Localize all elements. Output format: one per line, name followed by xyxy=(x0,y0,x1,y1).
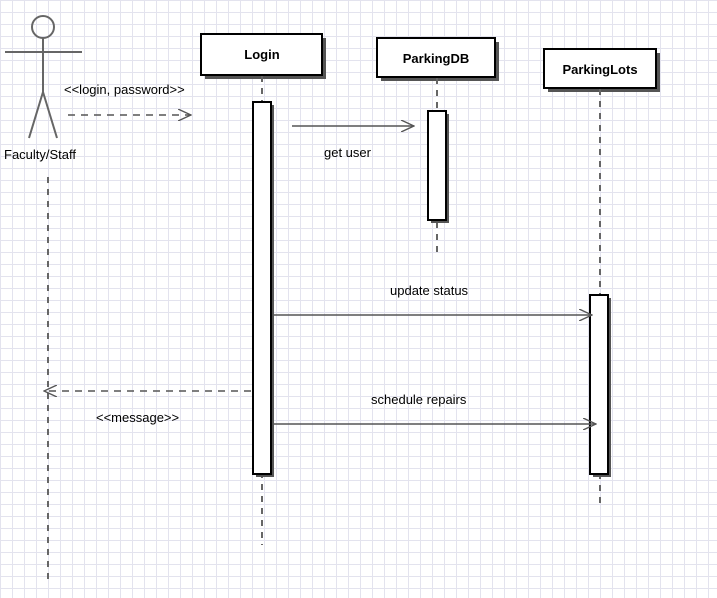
login-title: Login xyxy=(244,47,279,62)
actor-faculty-staff: Faculty/Staff xyxy=(4,15,82,583)
parkinglots-object-box xyxy=(543,48,657,89)
parkinglots-title: ParkingLots xyxy=(562,62,637,77)
message-return-label: <<message>> xyxy=(96,410,179,425)
login-object-box xyxy=(200,33,323,76)
stick-figure-icon xyxy=(5,15,82,139)
message-login-password: <<login, password>> xyxy=(64,82,191,115)
get-user-label: get user xyxy=(324,145,372,160)
schedule-repairs-label: schedule repairs xyxy=(371,392,467,407)
actor-label: Faculty/Staff xyxy=(4,147,76,162)
message-update-status: update status xyxy=(272,283,592,315)
lifeline-parkingdb: ParkingDB xyxy=(376,37,499,252)
parkinglots-activation-bar xyxy=(589,294,609,475)
lifeline-parkinglots: ParkingLots xyxy=(543,48,660,505)
parkingdb-activation-bar xyxy=(427,110,447,221)
parkingdb-title: ParkingDB xyxy=(403,51,469,66)
lifeline-login: Login xyxy=(200,33,326,545)
login-password-label: <<login, password>> xyxy=(64,82,185,97)
login-activation-bar xyxy=(252,101,272,475)
parkingdb-object-box xyxy=(376,37,496,78)
message-schedule-repairs: schedule repairs xyxy=(272,392,596,424)
message-get-user: get user xyxy=(292,126,414,160)
update-status-label: update status xyxy=(390,283,469,298)
message-return: <<message>> xyxy=(44,391,251,425)
